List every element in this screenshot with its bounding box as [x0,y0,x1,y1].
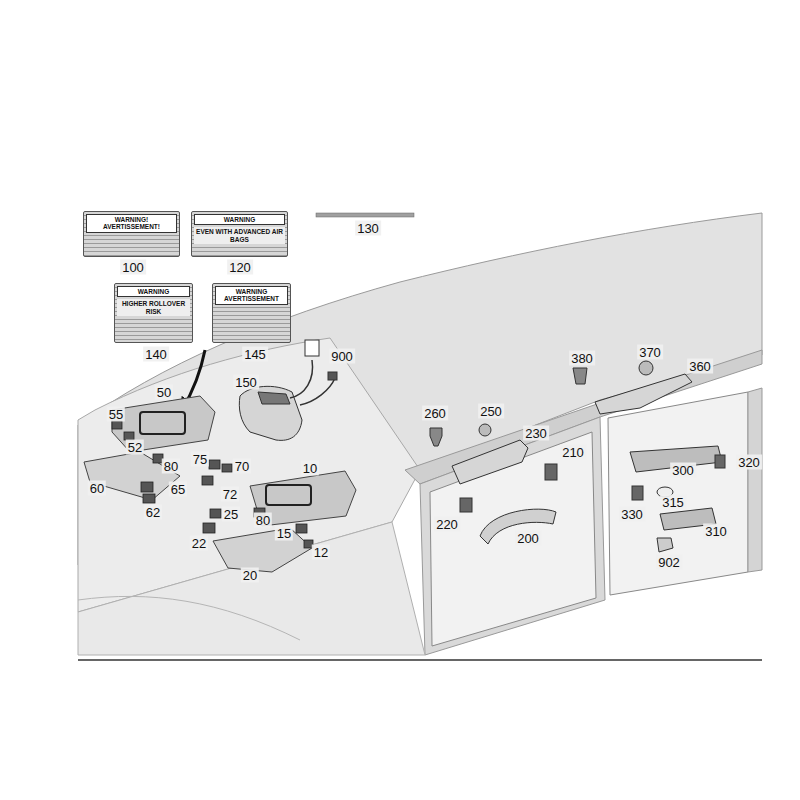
illustration-path [290,360,313,398]
callout-number: 72 [221,487,239,502]
illustration-path [239,386,302,440]
illustration-path [213,528,312,572]
illustration-rect [222,464,232,472]
illustration-rect [140,412,185,434]
overhead-console [239,340,337,440]
callout-number: 210 [560,445,586,460]
callout-number: 12 [312,545,330,560]
callout-number: 70 [233,459,251,474]
side-hardware [430,361,725,552]
callout-number: 220 [434,517,460,532]
illustration-path [300,378,335,405]
sun-visors [84,396,356,572]
illustration-path [84,452,180,500]
callout-number: 380 [569,351,595,366]
illustration-path [657,538,673,552]
illustration-rect [305,340,319,356]
callout-number: 62 [144,505,162,520]
illustration-rect [78,210,762,660]
sticker-strip [316,213,414,217]
illustration-rect [460,498,472,512]
illustration-path [452,440,528,484]
clips [112,421,313,548]
warning-sticker: WARNING AVERTISSEMENT [212,283,291,343]
illustration-path [430,432,596,646]
callout-number: 145 [242,347,268,362]
illustration-line [78,659,762,661]
sticker-text: HIGHER ROLLOVER RISK [117,299,190,316]
illustration-rect [328,372,337,380]
callout-number: 20 [241,568,259,583]
illustration-rect [112,421,122,429]
callout-number: 330 [619,507,645,522]
callout-number: 902 [656,555,682,570]
illustration-path [595,374,692,414]
callout-number: 140 [143,347,169,362]
illustration-rect [545,464,557,480]
warning-sticker: WARNING! AVERTISSEMENT! [83,211,180,257]
callout-number: 60 [88,481,106,496]
sticker-heading: WARNING [194,214,285,225]
callout-number: 200 [515,531,541,546]
sticker-text: EVEN WITH ADVANCED AIR BAGS [194,227,285,244]
callout-number: 260 [422,406,448,421]
illustration-path [420,417,605,655]
illustration-rect [202,476,213,485]
callout-number: 250 [478,404,504,419]
callout-number: 15 [275,526,293,541]
callout-number: 900 [329,349,355,364]
callout-number: 310 [703,524,729,539]
sticker-heading: WARNING [117,286,190,297]
callout-number: 52 [126,440,144,455]
illustration-path [748,388,762,572]
illustration-path [608,392,748,595]
illustration-path [573,368,587,384]
callout-number: 25 [222,507,240,522]
callout-number: 55 [107,407,125,422]
callout-number: 315 [660,495,686,510]
illustration-rect [296,524,307,533]
callout-number: 360 [687,359,713,374]
sticker-heading: WARNING! AVERTISSEMENT! [86,214,177,233]
callout-number: 320 [736,455,762,470]
callout-number: 370 [637,345,663,360]
callout-number: 300 [670,463,696,478]
illustration-circle [639,361,653,375]
illustration-path [430,428,442,446]
illustration-circle [479,424,491,436]
callout-number: 100 [120,260,146,275]
callout-number: 120 [227,260,253,275]
warning-sticker: WARNING HIGHER ROLLOVER RISK [114,283,193,343]
callout-number: 150 [233,375,259,390]
illustration-rect [203,523,215,533]
illustration-rect [715,455,725,468]
car-body [78,210,762,660]
illustration-rect [143,494,155,503]
callout-number: 22 [190,536,208,551]
illustration-rect [141,482,153,492]
callout-number: 50 [155,385,173,400]
warning-sticker: WARNING EVEN WITH ADVANCED AIR BAGS [191,211,288,257]
illustration-rect [316,213,414,217]
illustration-rect [632,486,643,500]
illustration-path [258,392,290,404]
callout-number: 80 [254,513,272,528]
callout-number: 130 [355,221,381,236]
callout-number: 65 [169,482,187,497]
illustration-path [78,596,300,640]
illustration-path [78,522,425,655]
sticker-heading: WARNING AVERTISSEMENT [215,286,288,305]
illustration-rect [266,485,311,505]
callout-number: 80 [162,459,180,474]
illustration-rect [210,509,221,518]
callout-number: 75 [191,452,209,467]
illustration-rect [209,460,220,469]
callout-number: 230 [523,426,549,441]
callout-number: 10 [301,461,319,476]
